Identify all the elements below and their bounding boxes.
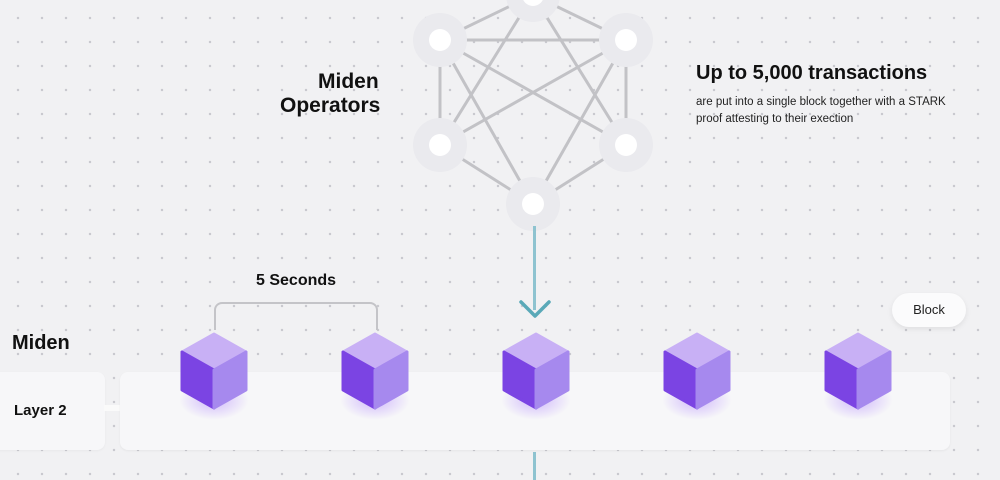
chevron-down-icon bbox=[519, 300, 551, 318]
cube-icon bbox=[180, 332, 248, 410]
block-label: Block bbox=[892, 293, 966, 327]
operators-title-line2: Operators bbox=[280, 94, 381, 117]
operators-title-line1: Miden bbox=[318, 70, 379, 93]
operator-node-icon bbox=[506, 177, 560, 231]
operators-title: Miden Operators bbox=[270, 70, 430, 118]
chain-name: Miden bbox=[12, 332, 70, 354]
transactions-title: Up to 5,000 transactions bbox=[696, 62, 928, 84]
submission-line bbox=[533, 226, 536, 310]
cube-icon bbox=[341, 332, 409, 410]
cube-icon bbox=[824, 332, 892, 410]
cube-icon bbox=[502, 332, 570, 410]
layer-box bbox=[0, 372, 105, 450]
network-edges bbox=[438, 0, 628, 206]
operator-node-icon bbox=[506, 0, 560, 22]
operator-node-icon bbox=[599, 13, 653, 67]
operator-node-icon bbox=[413, 118, 467, 172]
interval-bracket bbox=[214, 302, 378, 330]
operator-node-icon bbox=[413, 13, 467, 67]
interval-label: 5 Seconds bbox=[256, 272, 337, 289]
network-nodes bbox=[413, 0, 653, 231]
submission-line-continued bbox=[533, 452, 536, 480]
operator-node-icon bbox=[599, 118, 653, 172]
cube-icon bbox=[663, 332, 731, 410]
layer-label: Layer 2 bbox=[14, 402, 67, 419]
transactions-description: are put into a single block together wit… bbox=[696, 96, 946, 125]
layer-connector bbox=[104, 405, 122, 411]
